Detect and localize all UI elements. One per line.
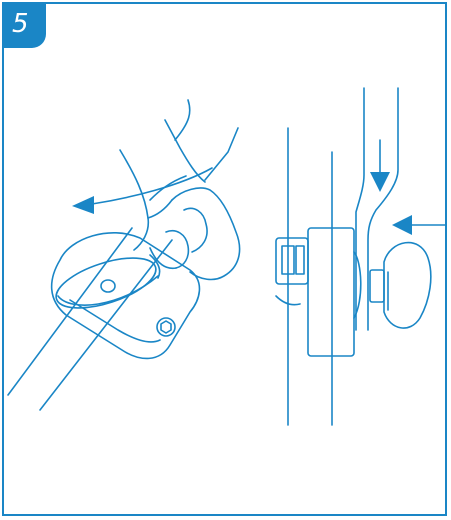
hex-screw (156, 317, 176, 337)
bracket-plate (355, 87, 399, 331)
clamp-knob (55, 254, 161, 309)
step-badge: 5 (2, 2, 46, 48)
hand (119, 99, 241, 281)
stroller-tube-left (287, 127, 333, 426)
step-number: 5 (12, 9, 29, 39)
arrow-down-icon (370, 139, 390, 192)
instruction-frame (2, 2, 447, 516)
clamp-tube (7, 227, 173, 411)
rotation-arrow-left-icon (72, 167, 213, 214)
arrow-left-icon (392, 215, 447, 235)
adjust-knob (369, 241, 432, 329)
clamp-body (50, 232, 201, 360)
